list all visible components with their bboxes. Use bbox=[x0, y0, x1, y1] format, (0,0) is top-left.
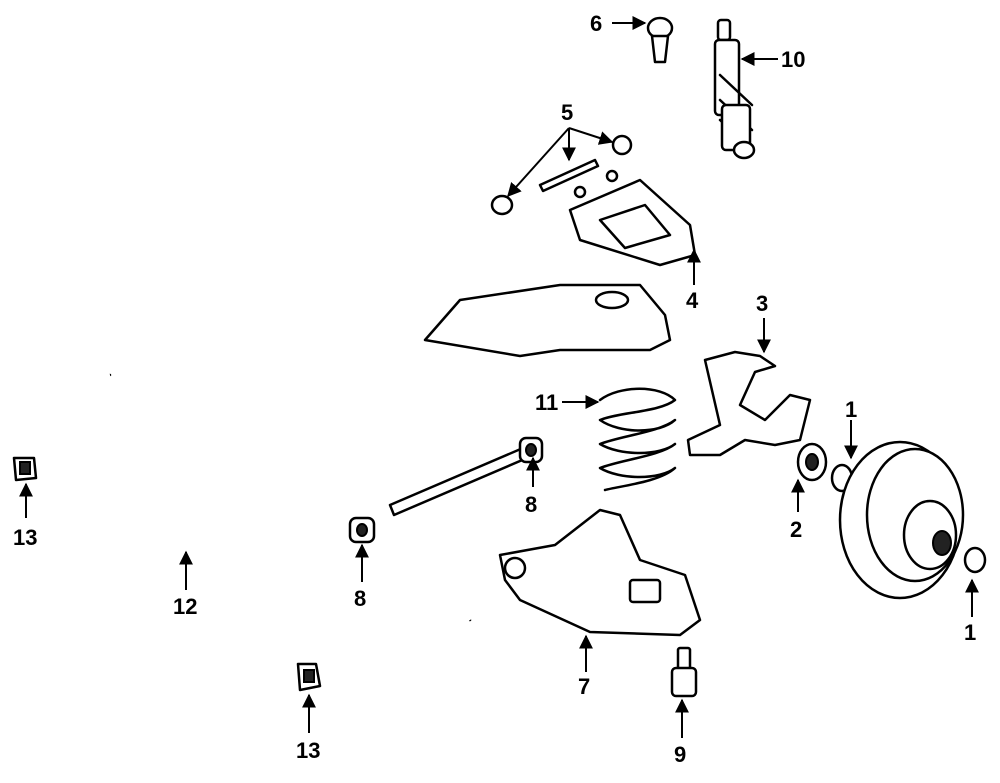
stabilizer-bushing-left bbox=[12, 456, 38, 482]
steering-knuckle bbox=[686, 350, 812, 457]
callout-5: 5 bbox=[561, 100, 573, 125]
callout-4: 4 bbox=[686, 288, 699, 313]
wheel-bearing bbox=[796, 442, 828, 482]
callout-11: 11 bbox=[535, 390, 558, 415]
leader-lines bbox=[19, 16, 979, 738]
lower-ball-joint bbox=[670, 646, 698, 698]
stabilizer-bushing-right bbox=[296, 662, 322, 692]
lower-control-arm bbox=[498, 508, 702, 637]
callout-1-upper: 1 bbox=[845, 397, 857, 422]
callout-7: 7 bbox=[578, 674, 590, 699]
upper-control-arm bbox=[568, 178, 697, 267]
callout-1-lower: 1 bbox=[964, 620, 976, 645]
brake-rotor-hub bbox=[838, 440, 987, 600]
upper-arm-shaft-kit bbox=[490, 134, 633, 216]
callout-10: 10 bbox=[781, 47, 805, 72]
callout-8-upper: 8 bbox=[525, 492, 537, 517]
callout-3: 3 bbox=[756, 291, 768, 316]
strut-rod bbox=[388, 436, 544, 517]
callout-12: 12 bbox=[173, 594, 197, 619]
upper-ball-joint bbox=[646, 16, 674, 64]
callout-8-lower: 8 bbox=[354, 586, 366, 611]
callout-13-right: 13 bbox=[296, 738, 320, 763]
callout-2: 2 bbox=[790, 517, 802, 542]
callout-13-left: 13 bbox=[13, 525, 37, 550]
strut-rod-bushing bbox=[348, 516, 376, 544]
stabilizer-bar bbox=[9, 372, 472, 660]
callout-6: 6 bbox=[590, 11, 602, 36]
frame-crossmember bbox=[423, 283, 672, 358]
callout-9: 9 bbox=[674, 742, 686, 767]
shock-absorber bbox=[713, 18, 756, 160]
coil-spring bbox=[598, 387, 677, 492]
